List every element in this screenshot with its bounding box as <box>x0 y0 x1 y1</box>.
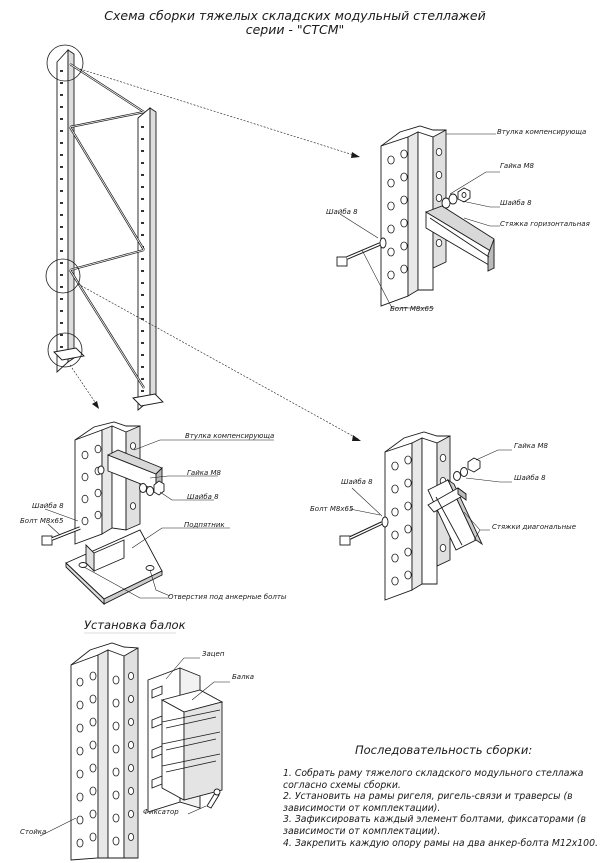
detail-circle-bottom <box>47 332 83 368</box>
label-washer-2b: Шайба 8 <box>32 502 64 510</box>
diagram-title-line2: серии - "СТСМ" <box>245 22 345 37</box>
label-washer-3b: Шайба 8 <box>341 478 373 486</box>
label-washer-1a: Шайба 8 <box>500 199 532 207</box>
beam-installation <box>39 642 230 861</box>
detail-diagonal-braces <box>339 431 512 601</box>
label-baseplate: Подпятник <box>184 521 225 529</box>
label-washer-1b: Шайба 8 <box>326 208 358 216</box>
label-hook: Зацеп <box>202 650 225 658</box>
sequence-step-2: 2. Установить на рамы ригеля, ригель-свя… <box>283 791 573 814</box>
label-brace-diagonal: Стяжки диагональные <box>492 523 576 531</box>
label-lock: Фиксатор <box>143 808 179 816</box>
label-bolt-1: Болт М8x65 <box>390 305 434 313</box>
label-nut-2: Гайка М8 <box>187 469 221 477</box>
frame-perforations <box>60 70 144 392</box>
label-nut-3: Гайка М8 <box>514 442 548 450</box>
beam-section-title: Установка балок <box>84 618 186 632</box>
label-washer-3a: Шайба 8 <box>514 474 546 482</box>
sequence-title: Последовательность сборки: <box>355 743 533 757</box>
detail-baseplate <box>41 421 274 606</box>
diagram-title-line1: Схема сборки тяжелых складских модульный… <box>104 8 486 23</box>
label-brace-horizontal: Стяжка горизонтальная <box>500 220 590 228</box>
frame-braces <box>69 63 145 389</box>
beam-profile <box>160 689 224 801</box>
label-bolt-3: Болт М8x65 <box>310 505 354 513</box>
sequence-steps: 1. Собрать раму тяжелого складского моду… <box>283 768 601 849</box>
sequence-step-1: 1. Собрать раму тяжелого складского моду… <box>283 768 584 791</box>
label-upright: Стойка <box>20 828 47 836</box>
sequence-step-3: 3. Зафиксировать каждый элемент болтами,… <box>283 814 586 837</box>
label-anchor-holes: Отверстия под анкерные болты <box>168 593 287 601</box>
detail-circle-top <box>46 44 84 82</box>
label-nut-1: Гайка М8 <box>500 162 534 170</box>
detail-circle-middle <box>45 258 81 294</box>
rack-frame <box>45 44 361 441</box>
label-bushing-2: Втулка компенсирующа <box>185 432 275 440</box>
sequence-step-4: 4. Закрепить каждую опору рамы на два ан… <box>283 837 598 849</box>
label-bolt-2: Болт М8x65 <box>20 517 64 525</box>
label-beam: Балка <box>232 673 255 681</box>
detail-horizontal-brace <box>336 125 500 309</box>
label-bushing-1: Втулка компенсирующа <box>497 128 587 136</box>
label-washer-2a: Шайба 8 <box>187 493 219 501</box>
